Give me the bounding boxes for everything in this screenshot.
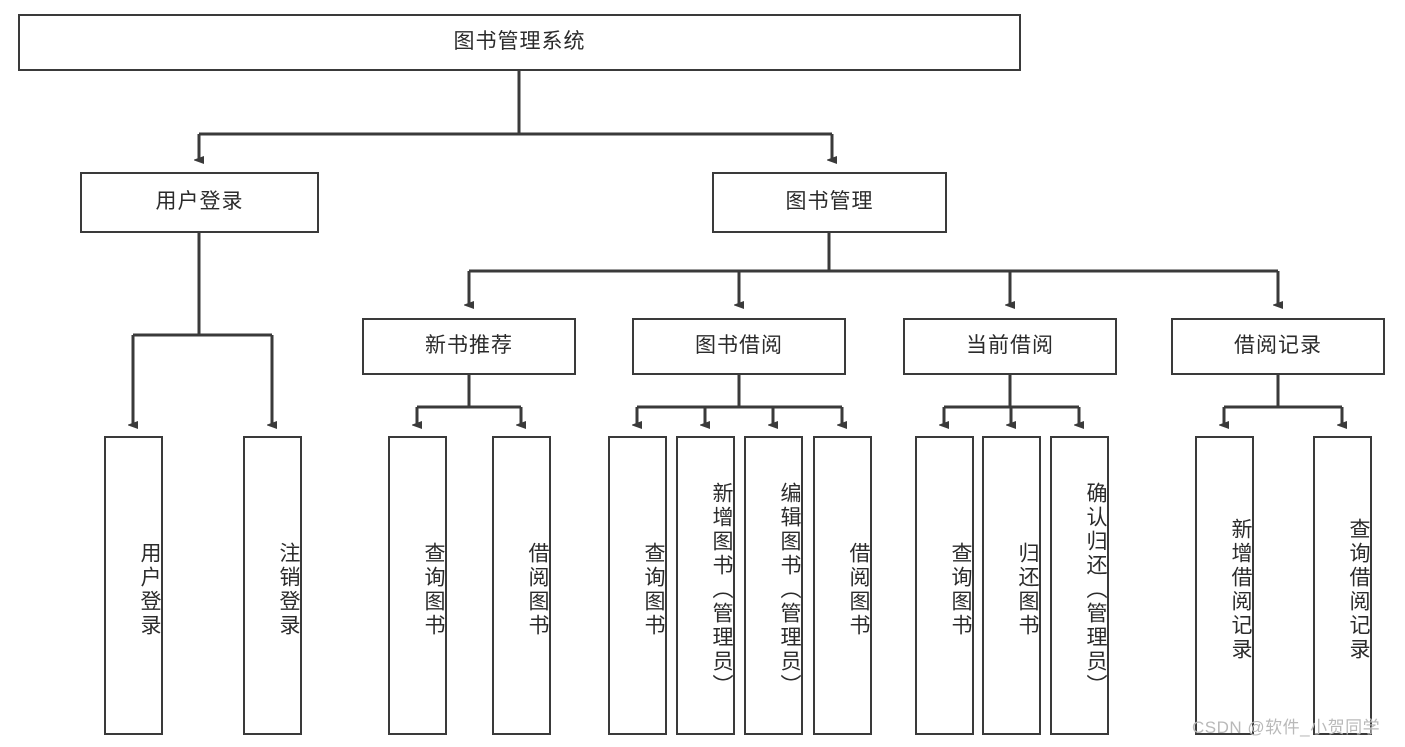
- node-label: 借阅图书: [847, 541, 870, 638]
- node-label: 编辑图书（管理员）: [778, 481, 801, 698]
- node-label: 新增图书（管理员）: [710, 481, 733, 698]
- node-label: 图书借阅: [695, 334, 783, 358]
- node-label: 查询借阅记录: [1347, 517, 1370, 662]
- node-label: 查询图书: [949, 541, 972, 638]
- node-label: 查询图书: [422, 541, 445, 638]
- leaf-borrow-edit-book-admin[interactable]: 编辑图书（管理员）: [744, 436, 803, 735]
- leaf-borrow-query-book[interactable]: 查询图书: [608, 436, 667, 735]
- leaf-recommend-borrow-book[interactable]: 借阅图书: [492, 436, 551, 735]
- leaf-user-login-signin[interactable]: 用户登录: [104, 436, 163, 735]
- node-label: 新增借阅记录: [1229, 517, 1252, 662]
- node-book-borrow[interactable]: 图书借阅: [632, 318, 846, 375]
- leaf-recommend-query-book[interactable]: 查询图书: [388, 436, 447, 735]
- leaf-borrow-add-book-admin[interactable]: 新增图书（管理员）: [676, 436, 735, 735]
- watermark-text: CSDN @软件_小贺同学: [1192, 718, 1381, 737]
- leaf-current-query-book[interactable]: 查询图书: [915, 436, 974, 735]
- leaf-record-add-borrow-record[interactable]: 新增借阅记录: [1195, 436, 1254, 735]
- node-label: 归还图书: [1016, 541, 1039, 638]
- node-label: 用户登录: [155, 190, 244, 214]
- node-borrow-record[interactable]: 借阅记录: [1171, 318, 1385, 375]
- leaf-current-confirm-return-admin[interactable]: 确认归还（管理员）: [1050, 436, 1109, 735]
- node-label: 当前借阅: [966, 334, 1054, 358]
- node-book-management[interactable]: 图书管理: [712, 172, 947, 233]
- leaf-record-query-borrow-record[interactable]: 查询借阅记录: [1313, 436, 1372, 735]
- leaf-current-return-book[interactable]: 归还图书: [982, 436, 1041, 735]
- node-label: 注销登录: [277, 541, 300, 638]
- leaf-borrow-borrow-book[interactable]: 借阅图书: [813, 436, 872, 735]
- node-user-login[interactable]: 用户登录: [80, 172, 319, 233]
- node-current-borrow[interactable]: 当前借阅: [903, 318, 1117, 375]
- node-label: 用户登录: [138, 541, 161, 638]
- node-root-system[interactable]: 图书管理系统: [18, 14, 1021, 71]
- node-label: 借阅记录: [1234, 334, 1322, 358]
- node-label: 图书管理: [785, 190, 874, 214]
- node-label: 确认归还（管理员）: [1084, 481, 1107, 698]
- node-label: 借阅图书: [526, 541, 549, 638]
- node-label: 图书管理系统: [453, 30, 586, 54]
- node-label: 查询图书: [642, 541, 665, 638]
- node-new-book-recommend[interactable]: 新书推荐: [362, 318, 576, 375]
- leaf-user-login-signout[interactable]: 注销登录: [243, 436, 302, 735]
- node-label: 新书推荐: [425, 334, 513, 358]
